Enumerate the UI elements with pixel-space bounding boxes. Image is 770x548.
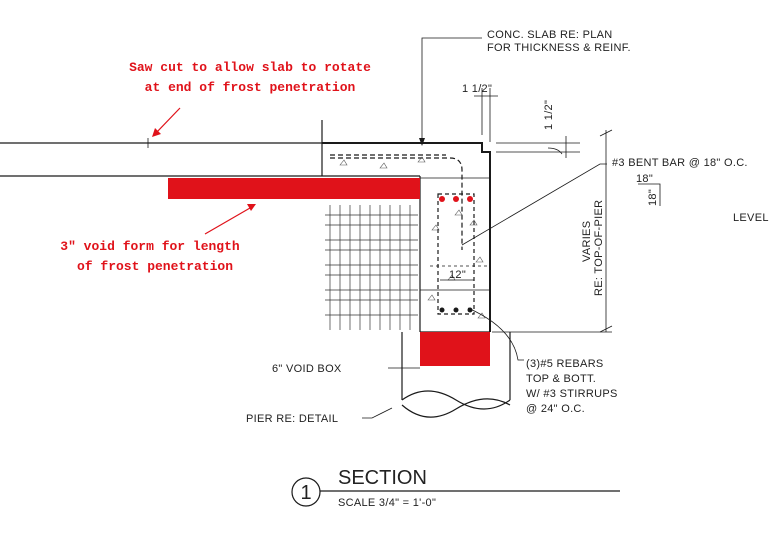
pier-label: PIER RE: DETAIL	[246, 413, 338, 425]
void-box-red	[420, 332, 490, 366]
stirrup	[437, 193, 475, 315]
rebars-label-line4: @ 24" O.C.	[526, 403, 585, 415]
conc-slab-label-line1: CONC. SLAB RE: PLAN	[487, 29, 613, 41]
section-number-circle	[291, 477, 321, 507]
void-box-label: 6" VOID BOX	[272, 363, 342, 375]
bent-bar-label: #3 BENT BAR @ 18" O.C.	[612, 157, 748, 169]
section-title-block: 1 SECTION SCALE 3/4" = 1'-0"	[291, 467, 620, 509]
leader-lines	[362, 37, 661, 419]
void-form-arrowhead	[247, 204, 256, 211]
rebar-top-1	[439, 196, 445, 202]
varies-label-line2: RE: TOP-OF-PIER	[593, 200, 605, 296]
section-number: 1	[300, 482, 311, 504]
section-title: SECTION	[338, 467, 427, 489]
saw-cut-note-line1: Saw cut to allow slab to rotate	[129, 60, 371, 75]
rebar-top-3	[467, 196, 473, 202]
varies-label-line1: VARIES	[581, 221, 593, 262]
bent-bar-dim-b: 18"	[647, 189, 659, 206]
compacted-fill-hatch	[325, 205, 418, 330]
rebar-bot-2	[453, 307, 459, 313]
saw-cut-note-line2: at end of frost penetration	[145, 80, 356, 95]
void-form-arrow	[204, 207, 251, 235]
void-form-red	[168, 178, 420, 199]
void-form-note-line1: 3" void form for length	[60, 239, 240, 254]
void-form-note-line2: of frost penetration	[77, 259, 233, 274]
bent-bar	[330, 154, 463, 250]
rebars-label-line1: (3)#5 REBARS	[526, 358, 604, 370]
saw-cut-arrow	[155, 107, 181, 134]
section-scale: SCALE 3/4" = 1'-0"	[338, 497, 436, 509]
saw-cut-arrowhead	[152, 128, 161, 137]
rebars-label-line3: W/ #3 STIRRUPS	[526, 388, 618, 400]
dim-1-half-top: 1 1/2"	[462, 83, 492, 95]
level-label: LEVEL	[733, 212, 769, 224]
dim-12-label: 12"	[449, 269, 466, 281]
grade-beam-outline	[321, 120, 491, 333]
rebar-bot-1	[439, 307, 445, 313]
rebar-top-2	[453, 196, 459, 202]
dim-1-half-side: 1 1/2"	[543, 100, 555, 130]
pier	[401, 332, 511, 418]
conc-slab-label-line2: FOR THICKNESS & REINF.	[487, 42, 631, 54]
bent-bar-dim-a: 18"	[636, 173, 653, 185]
rebars-label-line2: TOP & BOTT.	[526, 373, 596, 385]
